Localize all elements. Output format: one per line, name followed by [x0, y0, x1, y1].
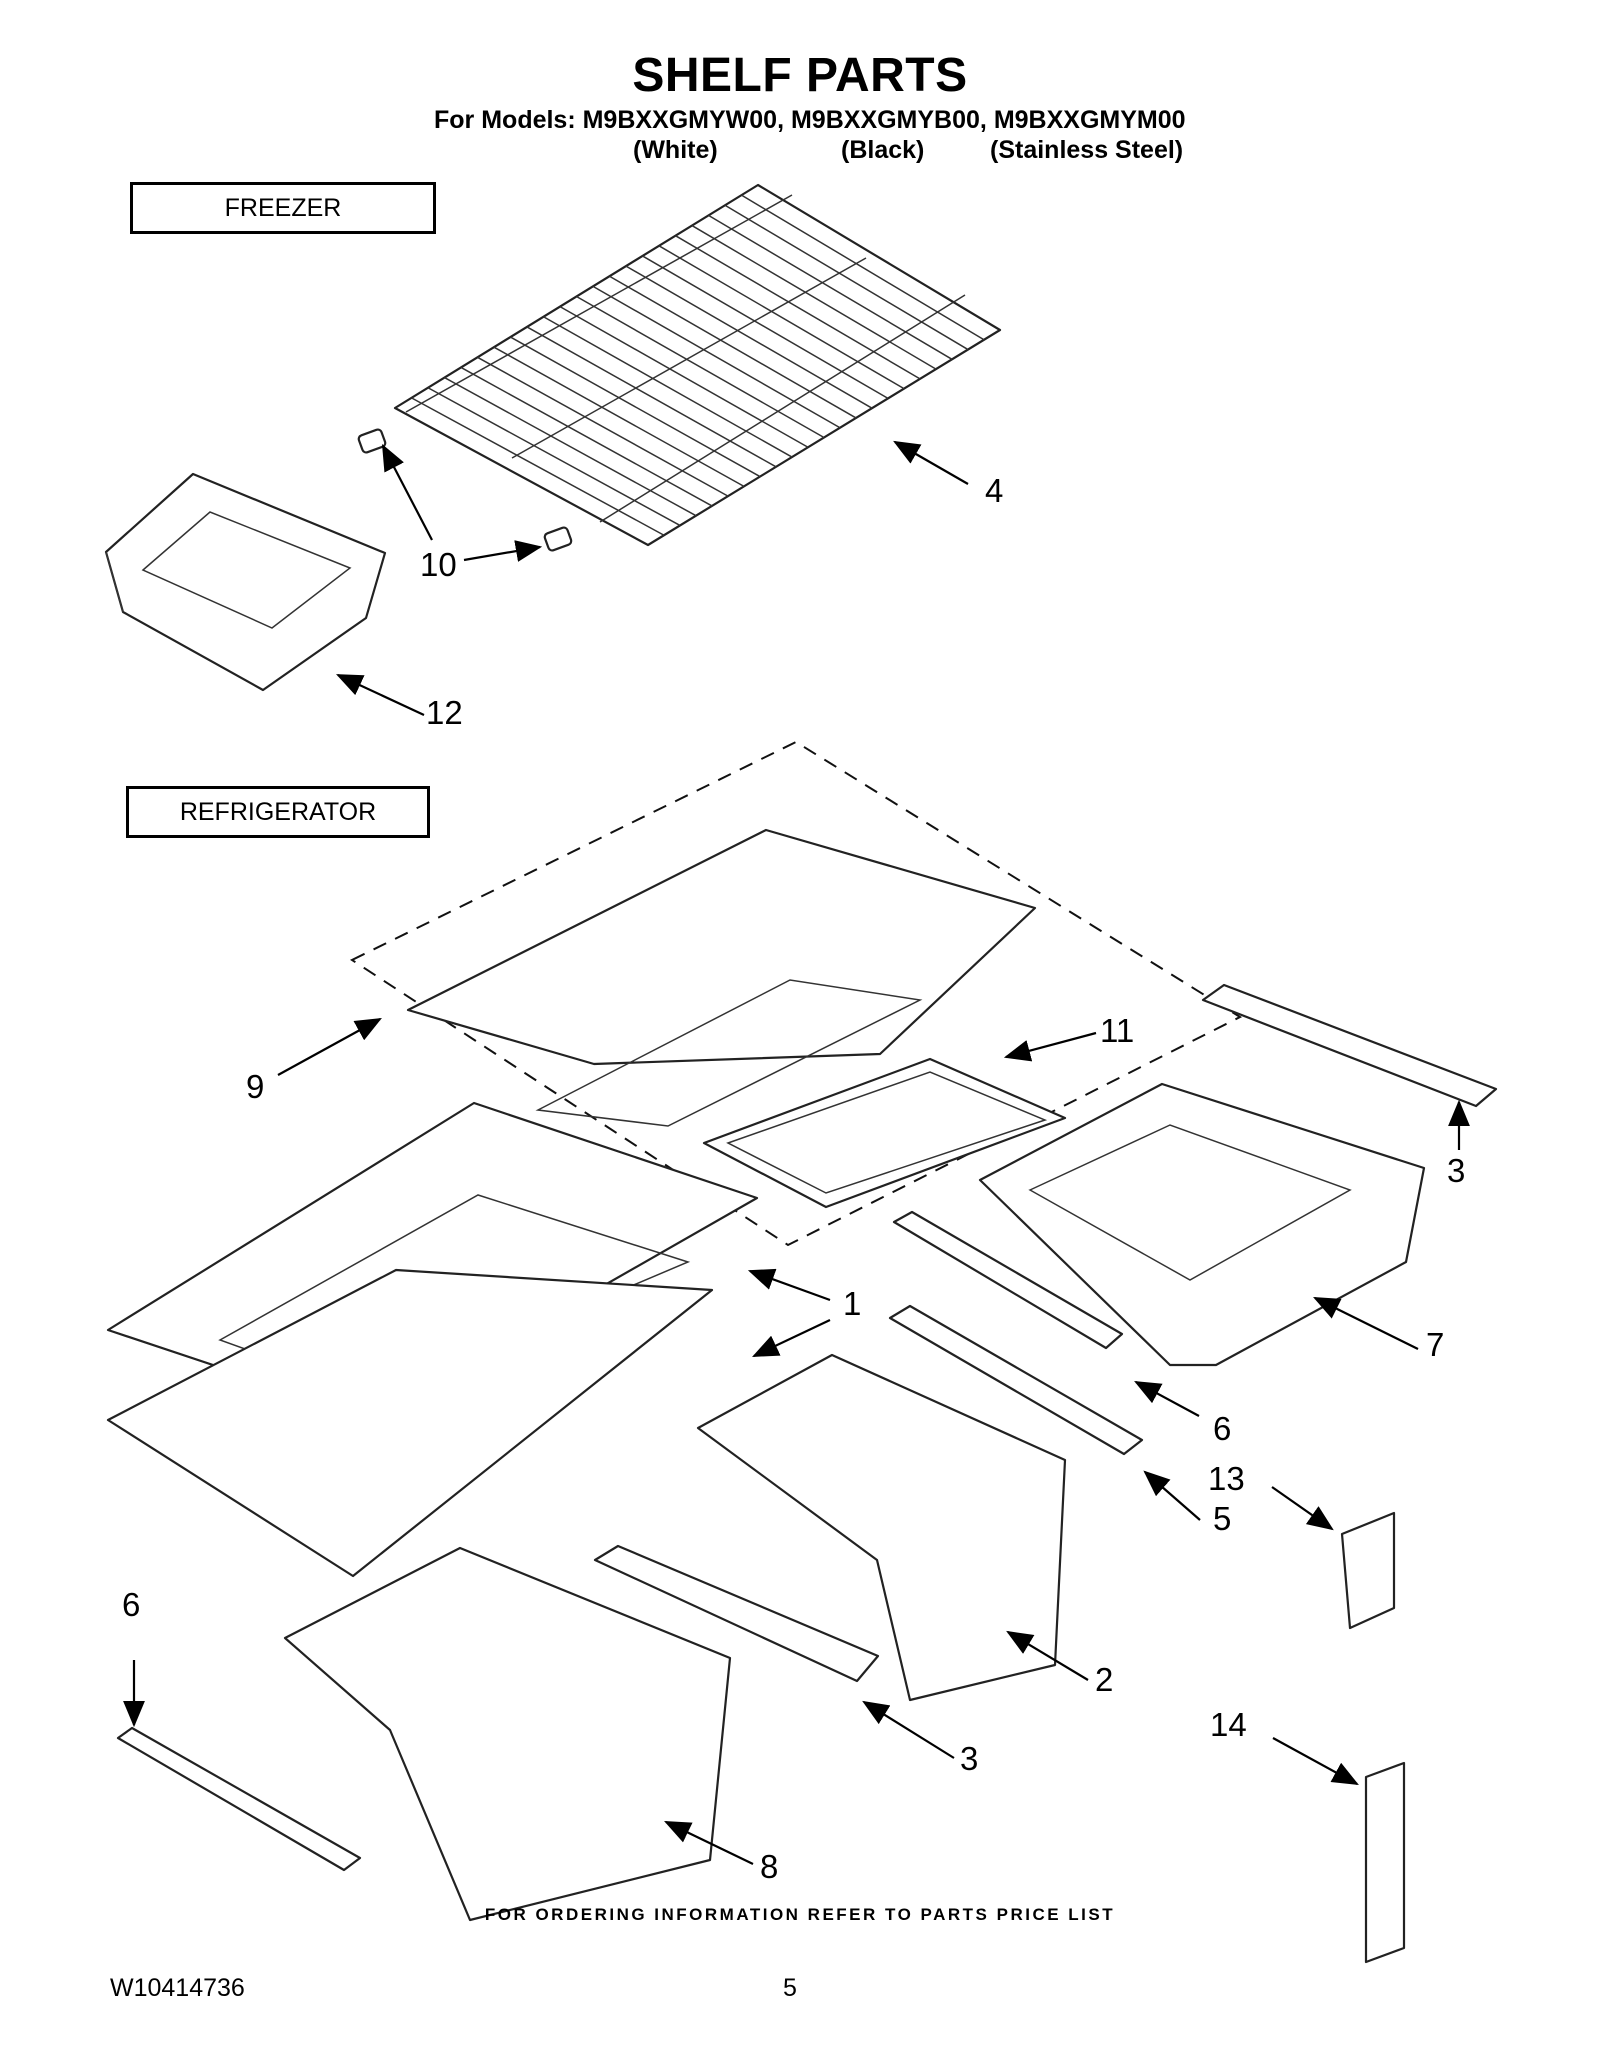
wire-rod — [658, 245, 905, 390]
callout-2: 2 — [1095, 1661, 1114, 1698]
callout-8: 8 — [760, 1848, 779, 1885]
wire-rod — [510, 336, 761, 478]
glass-insert-part-11 — [702, 1057, 1067, 1209]
page-title: SHELF PARTS — [632, 49, 968, 102]
ordering-note: FOR ORDERING INFORMATION REFER TO PARTS … — [484, 1905, 1116, 1924]
wire-rod — [427, 387, 681, 527]
crisper-drawer-part-2 — [696, 1353, 1067, 1702]
shelf-trim-part-3-upper — [1201, 983, 1498, 1108]
callout-11: 11 — [1100, 1012, 1135, 1049]
wire-rod — [493, 346, 745, 488]
callout-3-lower: 3 — [960, 1740, 979, 1777]
callout-7: 7 — [1426, 1326, 1445, 1363]
refrigerator-section-label: REFRIGERATOR — [126, 786, 430, 838]
wire-rod — [411, 397, 665, 536]
callout-10: 10 — [420, 546, 457, 583]
wire-rod — [477, 356, 729, 497]
callout-5: 5 — [1213, 1500, 1232, 1537]
wire-rod — [460, 366, 713, 507]
model-color-stainless: (Stainless Steel) — [990, 136, 1184, 164]
freezer-section-label: FREEZER — [130, 182, 436, 234]
callout-6-right: 6 — [1213, 1410, 1232, 1447]
panel-part-14 — [1364, 1761, 1406, 1964]
shelf-stud-part-10-upper — [357, 428, 387, 454]
document-number: W10414736 — [110, 1974, 245, 2002]
drawer-slide-part-6-right — [892, 1210, 1124, 1350]
wire-rod — [609, 275, 857, 419]
wire-rod — [625, 265, 873, 409]
wire-rod — [741, 194, 985, 341]
wire-shelf-part-4 — [393, 183, 1002, 547]
callout-4: 4 — [985, 472, 1004, 509]
wire-rod — [444, 376, 697, 517]
wire-rod — [592, 285, 841, 429]
callout-9: 9 — [246, 1068, 265, 1105]
wire-rod — [526, 326, 777, 468]
wire-rod — [724, 204, 969, 351]
wire-rod — [708, 214, 953, 360]
slide-bracket-part-5 — [888, 1304, 1144, 1456]
freezer-basket-part-12 — [104, 472, 387, 692]
wire-rod — [642, 255, 889, 400]
deli-drawer-part-7 — [978, 1082, 1426, 1367]
wire-rod — [559, 305, 809, 448]
model-color-white: (White) — [633, 136, 718, 164]
humidity-control-part-13 — [1340, 1511, 1396, 1630]
wire-rod — [691, 224, 937, 370]
drawer-slide-part-6-left — [116, 1726, 362, 1872]
shelf-stud-part-10-lower — [543, 526, 573, 552]
wire-rod — [543, 316, 793, 458]
wire-rod — [576, 295, 825, 439]
leader-lines — [123, 440, 1470, 1865]
glass-shelf-part-1-lower — [106, 1268, 714, 1578]
callout-3-upper: 3 — [1447, 1152, 1466, 1189]
callout-12: 12 — [426, 694, 463, 731]
shelf-trim-part-3-lower — [593, 1544, 880, 1683]
page-number: 5 — [783, 1974, 797, 2002]
wire-rod — [675, 235, 921, 380]
models-line: For Models: M9BXXGMYW00, M9BXXGMYB00, M9… — [434, 106, 1186, 134]
shelf-assembly-part-9 — [349, 740, 1243, 1247]
crisper-drawer-part-8 — [283, 1546, 732, 1922]
model-color-black: (Black) — [841, 136, 925, 164]
callout-6-left: 6 — [122, 1586, 141, 1623]
callout-14: 14 — [1210, 1706, 1247, 1743]
callout-1: 1 — [843, 1285, 862, 1322]
callout-13: 13 — [1208, 1460, 1245, 1497]
